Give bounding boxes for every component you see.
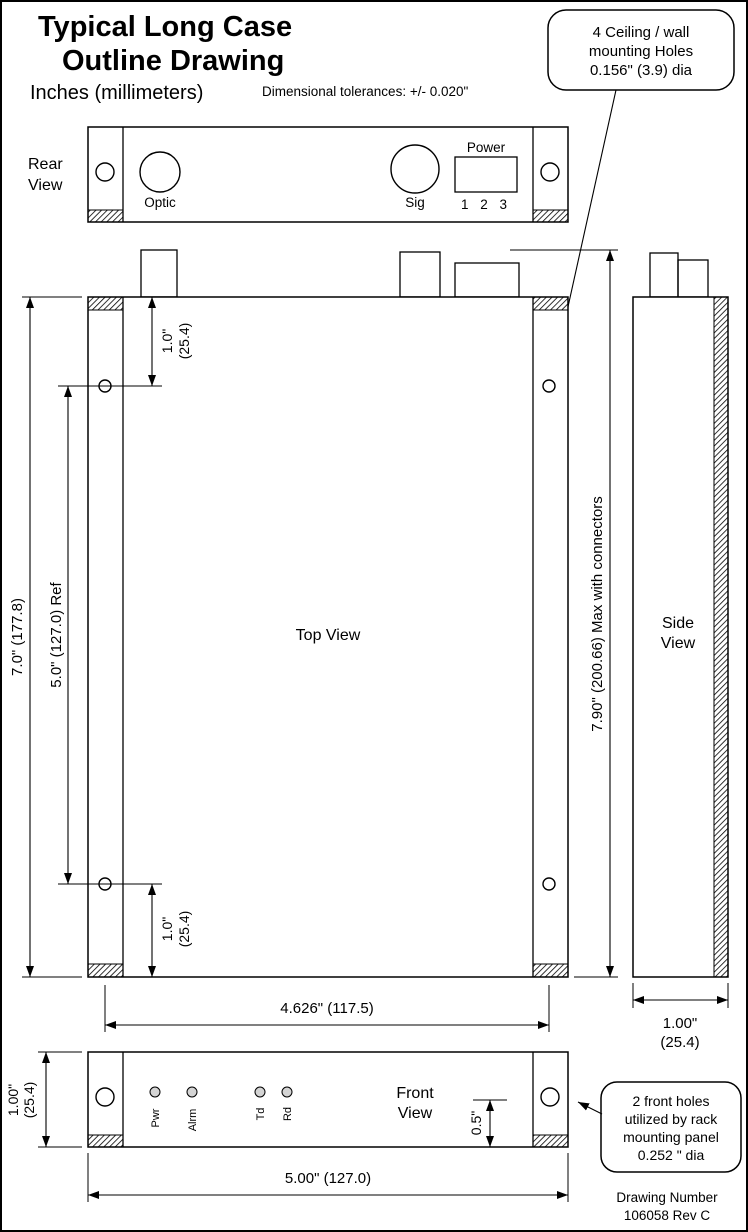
- dim-hole-offset-bottom: 1.0" (25.4): [148, 884, 192, 977]
- page-title-line2: Outline Drawing: [62, 45, 284, 77]
- drawing-number: Drawing Number 106058 Rev C: [616, 1190, 718, 1223]
- hole-offset-bottom-in-label: 1.0": [159, 917, 175, 941]
- callout-line3: mounting panel: [623, 1129, 719, 1145]
- callout-line4: 0.252 " dia: [638, 1147, 705, 1163]
- sig-connector: [390, 144, 440, 194]
- led-pwr: [149, 1086, 161, 1098]
- mounting-hole-top-right: [542, 379, 556, 393]
- dim-overall-height: 7.0" (177.8): [9, 296, 82, 978]
- front-view-foot-left: [87, 1134, 124, 1148]
- side-view-connector-tab-1: [649, 252, 679, 298]
- rear-view-right-hole: [540, 162, 560, 182]
- hole-offset-top-in-label: 1.0": [159, 329, 175, 353]
- top-view: Top View: [87, 249, 569, 978]
- dim-hole-offset-top: 1.0" (25.4): [148, 297, 192, 386]
- led-rd: [281, 1086, 293, 1098]
- hole-offset-bottom-mm-label: (25.4): [176, 911, 192, 948]
- front-height-in-label: 1.00": [5, 1084, 21, 1116]
- dim-hole-spacing-vertical: 5.0" (127.0) Ref: [48, 385, 162, 885]
- led-height-label: 0.5": [468, 1111, 484, 1135]
- optic-label: Optic: [144, 195, 176, 210]
- power-label: Power: [467, 140, 506, 155]
- side-view: Side View: [632, 252, 729, 978]
- rear-view: Rear View Optic Sig Power 1 2 3: [28, 126, 569, 223]
- tolerance-note: Dimensional tolerances: +/- 0.020": [262, 84, 468, 99]
- top-view-foot-top-right: [532, 296, 569, 311]
- sig-connector-tab: [399, 251, 441, 298]
- front-view-left-hole: [95, 1087, 115, 1107]
- top-view-foot-bottom-right: [532, 963, 569, 978]
- front-view-right-hole: [540, 1087, 560, 1107]
- rear-view-body: [87, 126, 569, 223]
- led-pwr-label: Pwr: [150, 1108, 162, 1127]
- rear-view-label-line2: View: [28, 177, 63, 194]
- side-view-label-line2: View: [661, 635, 696, 652]
- drawing-number-line2: 106058 Rev C: [624, 1208, 711, 1223]
- rear-view-foot-left: [87, 209, 124, 223]
- mounting-hole-bottom-right: [542, 877, 556, 891]
- front-view-label-line2: View: [398, 1105, 433, 1122]
- max-height-connectors-label: 7.90" (200.66) Max with connectors: [589, 496, 606, 731]
- callout-line2: utilized by rack: [625, 1111, 719, 1127]
- side-width-in-label: 1.00": [663, 1015, 698, 1032]
- power-pins-label: 1 2 3: [461, 197, 511, 212]
- dim-max-height-connectors: 7.90" (200.66) Max with connectors: [510, 249, 618, 978]
- rear-view-left-hole: [95, 162, 115, 182]
- front-width-label: 5.00" (127.0): [285, 1170, 371, 1187]
- units-note: Inches (millimeters): [30, 82, 203, 104]
- optic-connector-tab: [140, 249, 178, 298]
- dim-led-height: 0.5": [468, 1099, 507, 1147]
- side-view-label-line1: Side: [662, 615, 694, 632]
- top-view-foot-bottom-left: [87, 963, 124, 978]
- led-alrm: [186, 1086, 198, 1098]
- led-alrm-label: Alrm: [187, 1109, 199, 1132]
- top-view-foot-top-left: [87, 296, 124, 311]
- top-view-label: Top View: [296, 627, 361, 644]
- hole-spacing-vertical-label: 5.0" (127.0) Ref: [48, 581, 65, 687]
- hole-offset-top-mm-label: (25.4): [176, 323, 192, 360]
- dim-side-width: 1.00" (25.4): [632, 983, 729, 1051]
- callout-line1: 4 Ceiling / wall: [593, 24, 690, 41]
- side-width-mm-label: (25.4): [660, 1034, 699, 1051]
- led-td-label: Td: [255, 1108, 267, 1121]
- title-block: Typical Long Case Outline Drawing Inches…: [30, 11, 468, 104]
- overall-height-label: 7.0" (177.8): [9, 598, 26, 676]
- side-view-connector-tab-2: [677, 259, 709, 298]
- hole-spacing-horizontal-label: 4.626" (117.5): [280, 1000, 373, 1017]
- led-td: [254, 1086, 266, 1098]
- dim-hole-spacing-horizontal: 4.626" (117.5): [104, 985, 550, 1032]
- front-height-mm-label: (25.4): [21, 1082, 37, 1119]
- dim-front-width: 5.00" (127.0): [87, 1153, 569, 1202]
- power-connector-tab: [454, 262, 520, 298]
- callout-leader-arrow: [577, 1101, 603, 1115]
- optic-connector: [139, 151, 181, 193]
- side-view-body: [632, 296, 729, 978]
- top-view-body: [87, 296, 569, 978]
- callout-line1: 2 front holes: [632, 1093, 709, 1109]
- power-connector: [454, 156, 518, 193]
- callout-bubble: [547, 9, 735, 91]
- dim-front-height: 1.00" (25.4): [5, 1051, 82, 1148]
- callout-line2: mounting Holes: [589, 43, 693, 60]
- side-view-flange: [713, 296, 729, 978]
- front-view-foot-right: [532, 1134, 569, 1148]
- page-title-line1: Typical Long Case: [38, 11, 292, 43]
- rear-view-label-line1: Rear: [28, 156, 63, 173]
- rear-view-foot-right: [532, 209, 569, 223]
- callout-bubble: [600, 1081, 742, 1173]
- led-rd-label: Rd: [282, 1107, 294, 1121]
- drawing-number-line1: Drawing Number: [616, 1190, 718, 1205]
- sig-label: Sig: [405, 195, 425, 210]
- front-view-label-line1: Front: [396, 1085, 434, 1102]
- callout-line3: 0.156" (3.9) dia: [590, 62, 693, 79]
- front-holes-callout: 2 front holes utilized by rack mounting …: [577, 1081, 742, 1173]
